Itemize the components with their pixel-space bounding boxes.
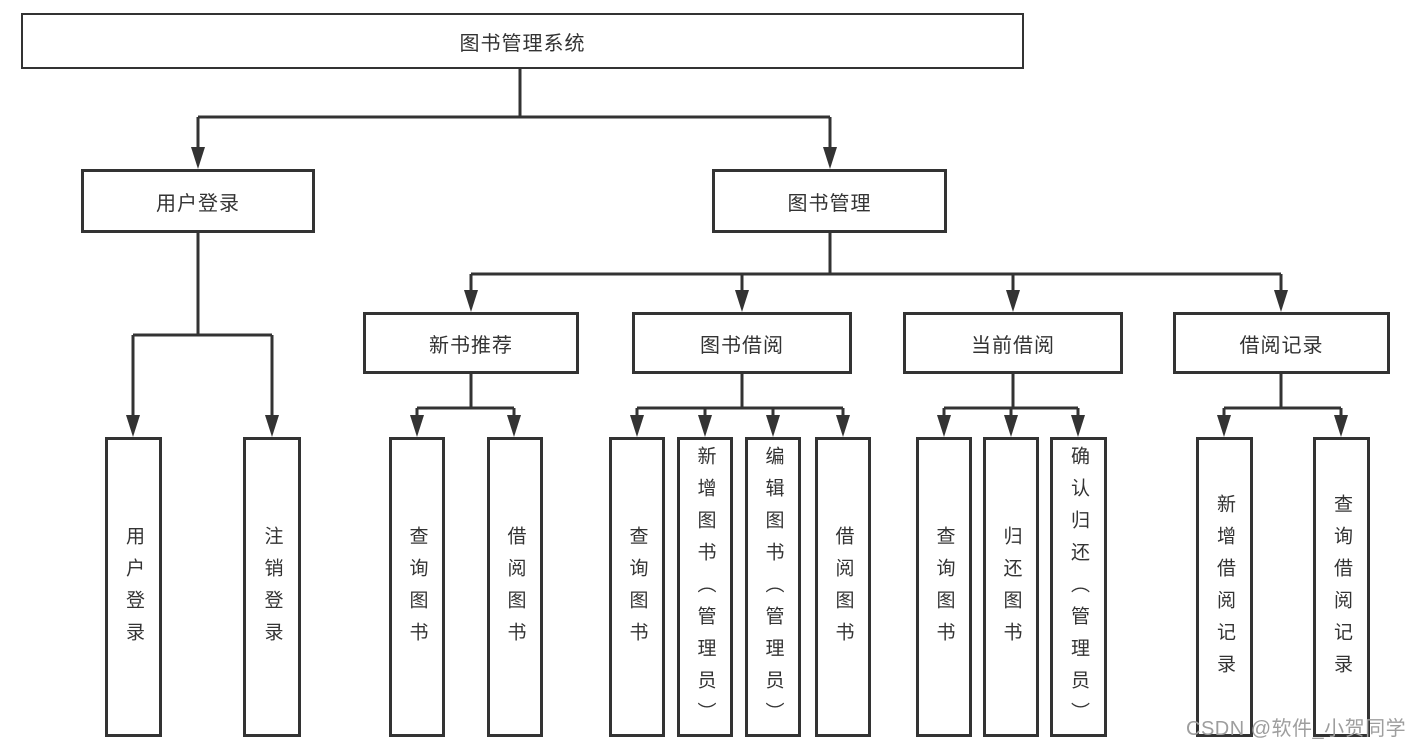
node-book-borrow: 图书借阅 <box>632 312 852 374</box>
connector-root-to-level2 <box>196 66 832 152</box>
node-current-borrow: 当前借阅 <box>903 312 1123 374</box>
leaf-add-books-admin: 新增图书（管理员） <box>677 437 733 737</box>
connector-borrow-records-children <box>1222 374 1343 420</box>
leaf-add-borrow-record: 新增借阅记录 <box>1196 437 1253 737</box>
leaf-return-books: 归还图书 <box>983 437 1039 737</box>
connector-new-book-children <box>415 374 516 420</box>
node-new-book-recommend: 新书推荐 <box>363 312 579 374</box>
connector-current-borrow-children <box>942 374 1080 420</box>
node-user-login: 用户登录 <box>81 169 315 233</box>
leaf-logout-login: 注销登录 <box>243 437 301 737</box>
leaf-query-books-borrow: 查询图书 <box>609 437 665 737</box>
leaf-borrow-books: 借阅图书 <box>815 437 871 737</box>
leaf-borrow-books-recommend: 借阅图书 <box>487 437 543 737</box>
csdn-watermark: CSDN @软件_小贺同学 <box>1186 718 1405 740</box>
leaf-user-login: 用户登录 <box>105 437 162 737</box>
node-borrow-records: 借阅记录 <box>1173 312 1390 374</box>
node-root-title: 图书管理系统 <box>21 13 1024 69</box>
arrowhead-icons <box>126 147 1348 437</box>
leaf-confirm-return-admin: 确认归还（管理员） <box>1050 437 1107 737</box>
leaf-query-books-current: 查询图书 <box>916 437 972 737</box>
connector-book-borrow-children <box>635 374 845 420</box>
node-book-management: 图书管理 <box>712 169 947 233</box>
connector-book-management-children <box>469 232 1283 295</box>
leaf-query-borrow-record: 查询借阅记录 <box>1313 437 1370 737</box>
connector-user-login-children <box>131 233 274 420</box>
leaf-query-books-recommend: 查询图书 <box>389 437 445 737</box>
leaf-edit-books-admin: 编辑图书（管理员） <box>745 437 801 737</box>
